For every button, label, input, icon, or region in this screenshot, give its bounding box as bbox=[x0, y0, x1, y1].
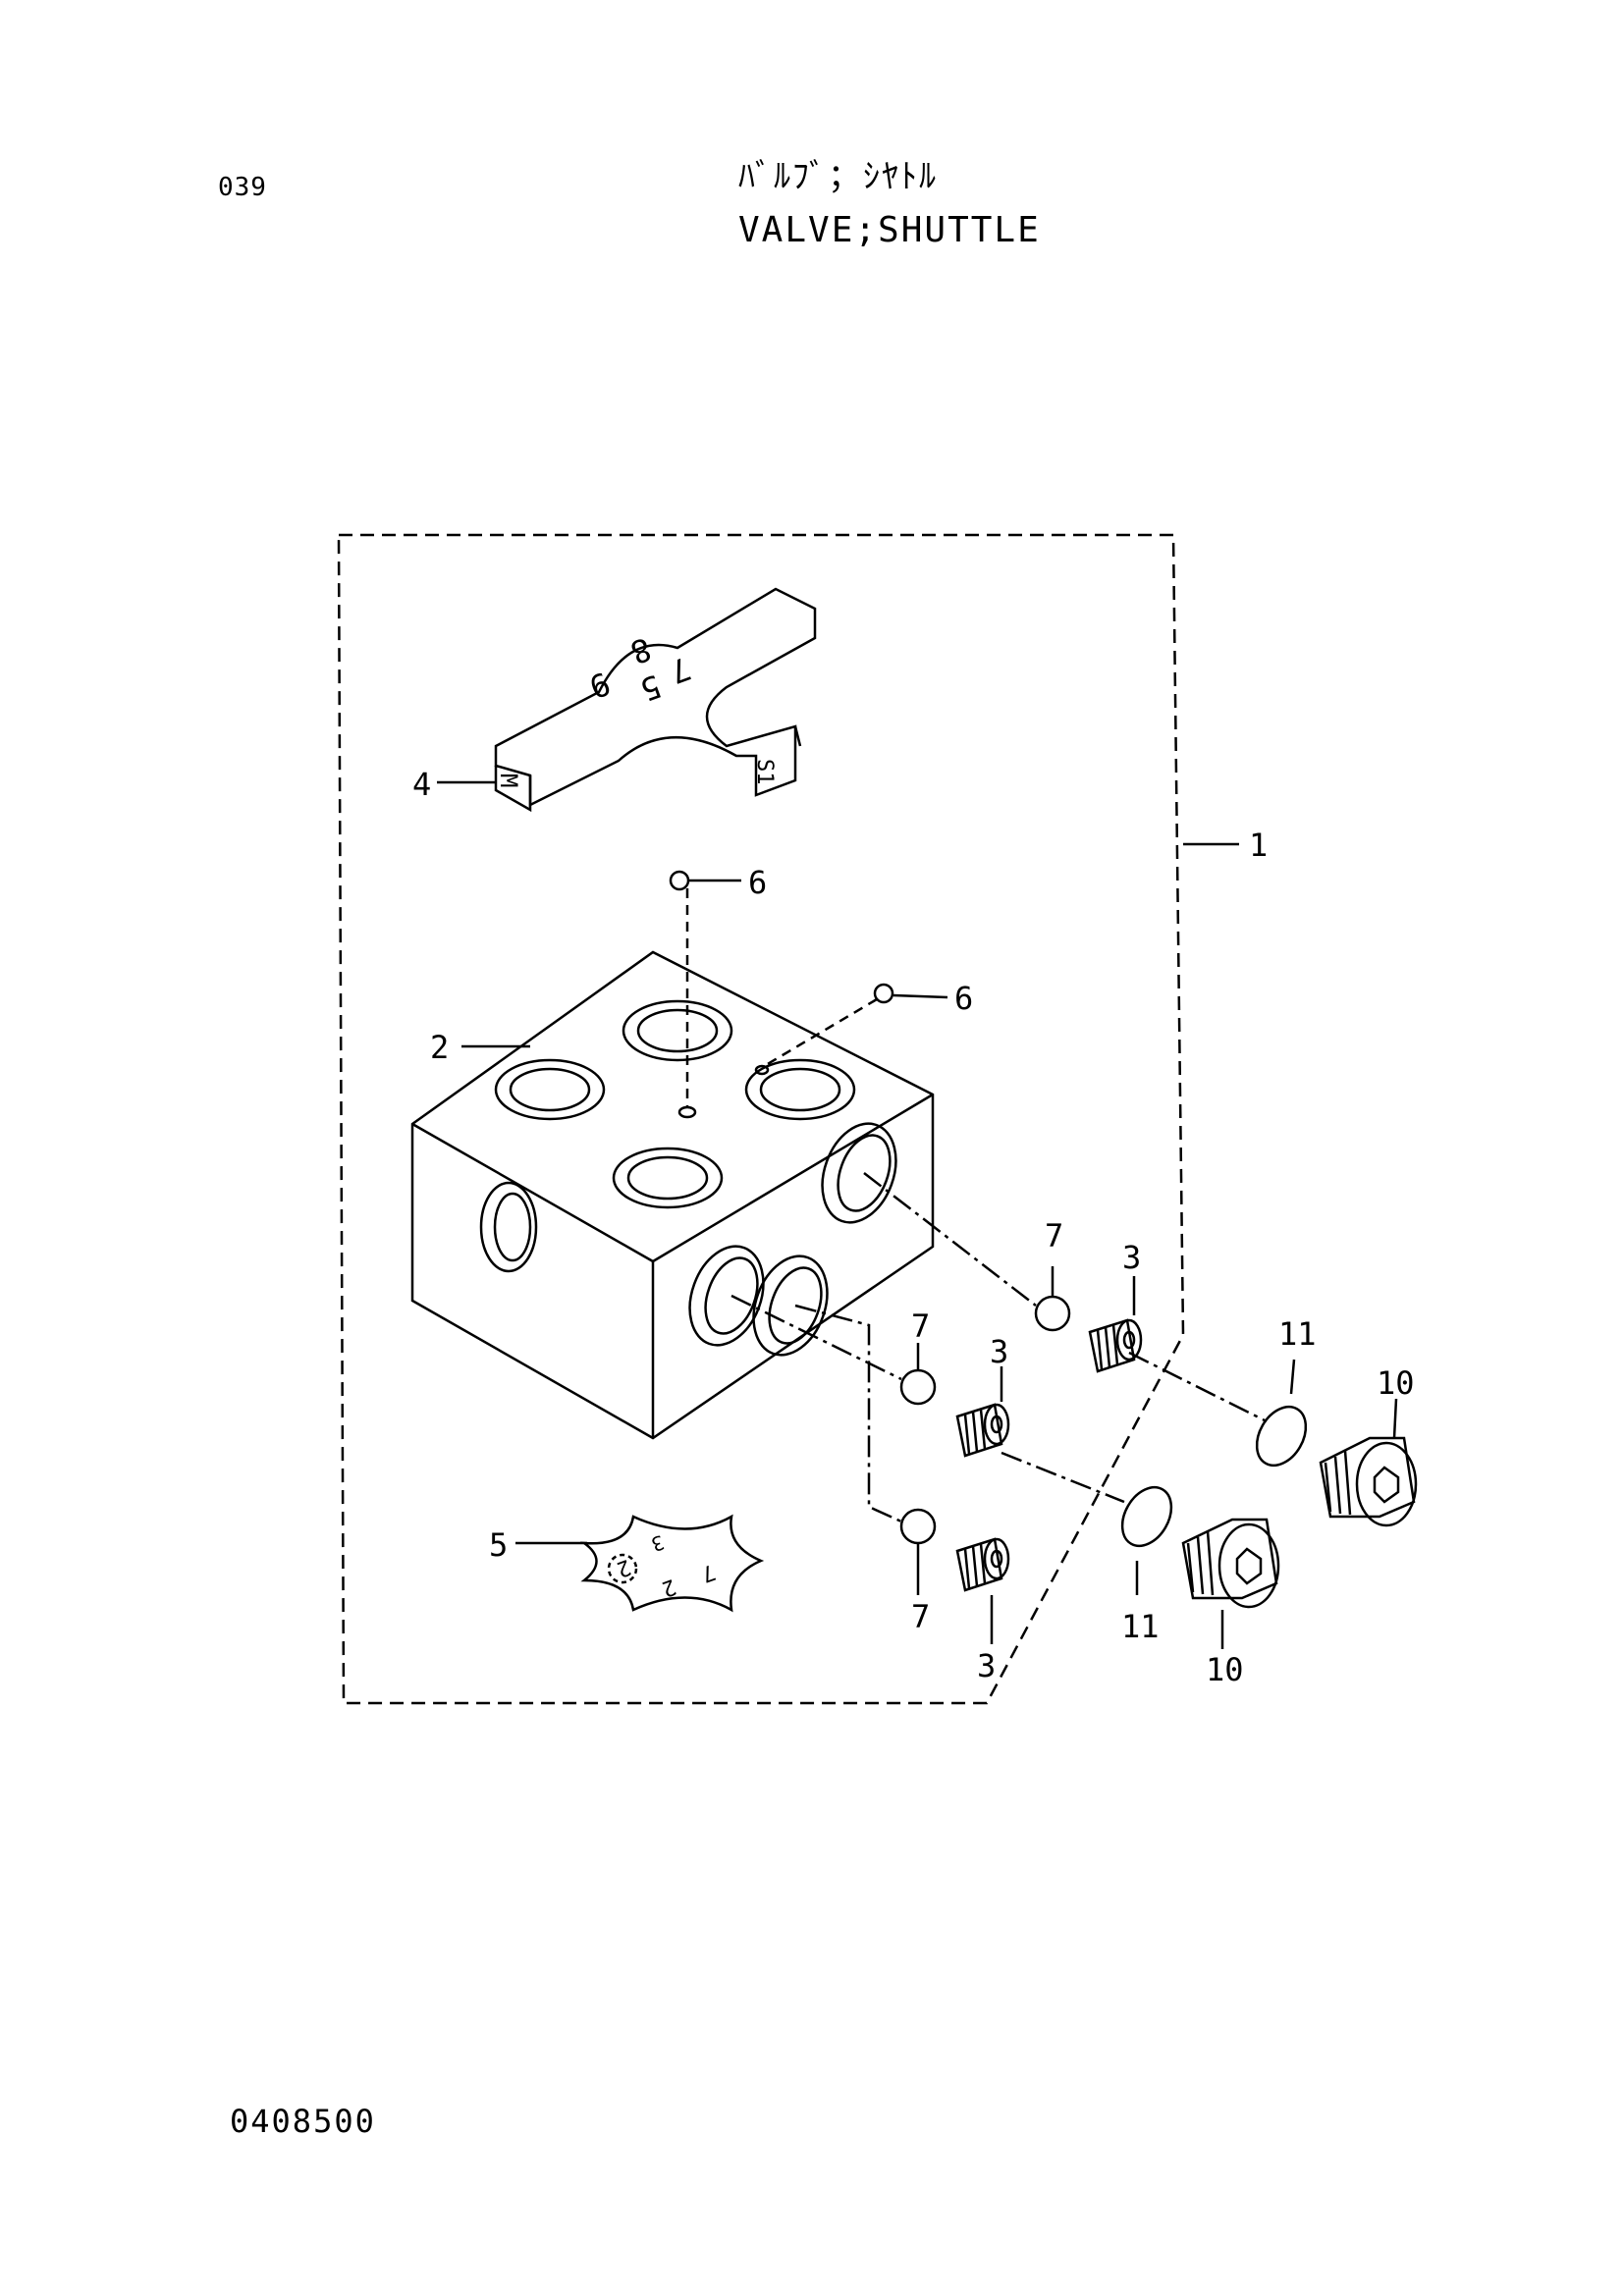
title-english: VALVE;SHUTTLE bbox=[738, 210, 1041, 250]
ball-7b bbox=[899, 1368, 937, 1406]
callout-11b: 11 bbox=[1121, 1608, 1160, 1645]
callout-2: 2 bbox=[430, 1029, 449, 1066]
valve-block-2 bbox=[410, 950, 935, 1440]
callout-7a: 7 bbox=[1045, 1217, 1063, 1255]
callout-10b: 10 bbox=[1206, 1651, 1244, 1688]
callout-3a: 3 bbox=[1122, 1239, 1141, 1276]
callout-11a: 11 bbox=[1278, 1315, 1317, 1353]
plate-4-mark-M: M bbox=[495, 774, 522, 787]
plate-4-mark-8: 8 bbox=[625, 630, 656, 671]
plug-3a bbox=[1088, 1318, 1143, 1373]
callout-5: 5 bbox=[489, 1526, 508, 1564]
callout-7c: 7 bbox=[911, 1598, 930, 1635]
plate-4-mark-9: 9 bbox=[584, 665, 615, 706]
ball-7c bbox=[899, 1508, 937, 1545]
plate-4-mark-S1: S1 bbox=[752, 759, 777, 785]
plate-4-mark-7: 7 bbox=[665, 650, 695, 691]
plate-5-mark-d: 2 bbox=[659, 1574, 679, 1601]
name-plate-4: 9 5 7 8 M S1 bbox=[494, 587, 817, 813]
plate-4-mark-5: 5 bbox=[635, 667, 666, 709]
page-number: 039 bbox=[218, 173, 267, 202]
drawing-code: 0408500 bbox=[230, 2103, 376, 2140]
callout-6b: 6 bbox=[954, 980, 973, 1017]
plug-10a bbox=[1319, 1436, 1418, 1527]
callout-10a: 10 bbox=[1377, 1364, 1415, 1402]
assembly-boundary bbox=[337, 533, 1185, 1705]
plate-5-mark-b: 3 bbox=[648, 1530, 668, 1557]
ball-6b bbox=[873, 983, 894, 1004]
plate-5-mark-c: 7 bbox=[698, 1559, 719, 1586]
callout-4: 4 bbox=[412, 766, 431, 803]
title-japanese: ﾊﾞﾙﾌﾞ；ｼﾔﾄﾙ bbox=[738, 157, 938, 196]
callout-6a: 6 bbox=[748, 864, 767, 901]
callout-3c: 3 bbox=[977, 1647, 996, 1684]
plug-3b bbox=[955, 1403, 1010, 1458]
callout-7b: 7 bbox=[911, 1308, 930, 1345]
ball-7a bbox=[1034, 1295, 1071, 1332]
callout-3b: 3 bbox=[990, 1333, 1008, 1370]
o-ring-11b bbox=[1120, 1485, 1173, 1548]
o-ring-11a bbox=[1255, 1405, 1308, 1468]
callout-1: 1 bbox=[1249, 827, 1268, 864]
plate-5: 2 3 7 2 bbox=[579, 1514, 765, 1613]
plug-10b bbox=[1181, 1518, 1280, 1609]
plug-3c bbox=[955, 1537, 1010, 1592]
ball-6a bbox=[669, 870, 690, 891]
